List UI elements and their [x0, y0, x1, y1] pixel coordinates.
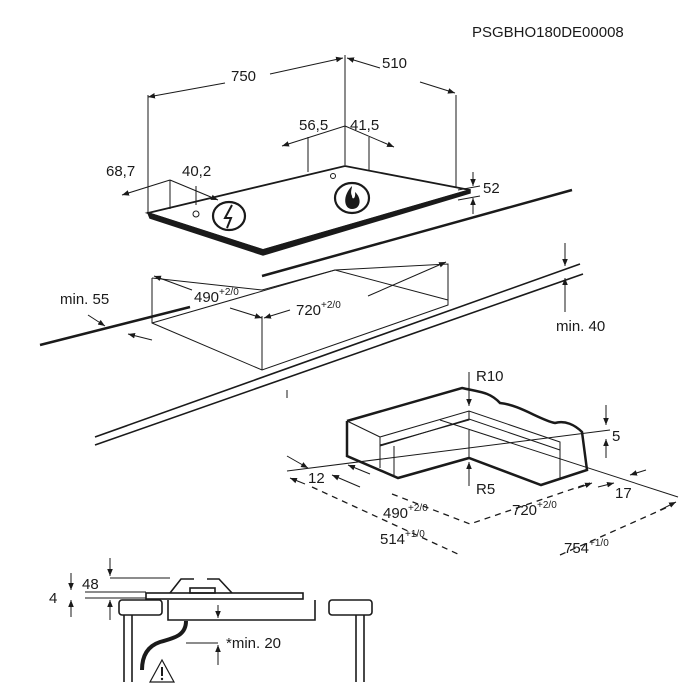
outer-depth-514: 514+1/0: [380, 529, 425, 548]
height-4: 4: [49, 590, 57, 607]
min-55: min. 55: [60, 291, 109, 308]
elec-offset-68-7: 68,7: [106, 163, 135, 180]
min-40: min. 40: [556, 318, 605, 335]
inner-depth-490: 490+2/0: [383, 503, 428, 522]
electric-connection-icon: [192, 200, 247, 232]
margin-17: 17: [615, 485, 632, 502]
height-52: 52: [483, 180, 500, 197]
depth-510: 510: [382, 55, 407, 72]
cutout-width-720: 720+2/0: [296, 300, 341, 319]
warning-icon: [148, 658, 176, 683]
cutout-depth-490: 490+2/0: [194, 287, 239, 306]
inner-width-720: 720+2/0: [512, 500, 557, 519]
height-5: 5: [612, 428, 620, 445]
outer-width-754: 754+1/0: [564, 538, 609, 557]
gas-offset-41-5: 41,5: [350, 117, 379, 134]
gas-offset-56-5: 56,5: [299, 117, 328, 134]
margin-12: 12: [308, 470, 325, 487]
radius-r5: R5: [476, 481, 495, 498]
gas-connection-icon: [330, 173, 371, 215]
side-view: 48 4 *min. 20: [49, 558, 373, 683]
doc-code: PSGBHO180DE00008: [472, 24, 624, 41]
hob-top-view: 750 510 56,5 41,5 68,7 40,2: [106, 55, 500, 256]
width-750: 750: [231, 68, 256, 85]
frame-detail: R10 R5 5 12 17 490+2/0 720+2/0 514+1/0 7…: [286, 368, 679, 557]
min-clearance-20: *min. 20: [226, 635, 281, 652]
countertop-cutout: 490+2/0 720+2/0 min. 55 min. 40: [39, 188, 605, 446]
height-48: 48: [82, 576, 99, 593]
elec-offset-40-2: 40,2: [182, 163, 211, 180]
radius-r10: R10: [476, 368, 504, 385]
